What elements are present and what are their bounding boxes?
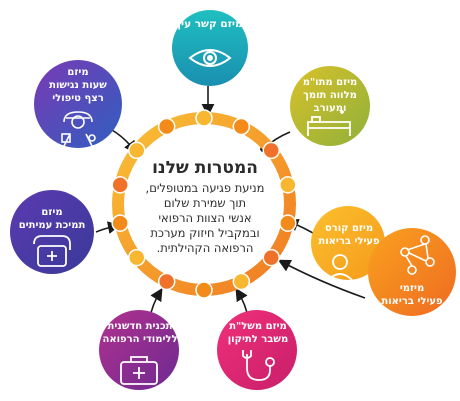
ring-bead <box>262 141 280 160</box>
node-escort[interactable] <box>290 66 370 146</box>
ring-bead <box>232 272 251 291</box>
label-hours: מיזם שעות נגישות רצף טיפולי <box>49 67 107 104</box>
center-ring <box>111 109 297 299</box>
label-eye-contact: מיזם קשר עין <box>177 18 243 30</box>
ring-bead <box>128 141 146 160</box>
hospital-bed-icon <box>307 110 351 136</box>
ring-bead <box>195 109 213 127</box>
label-students: תכנית חדשנית ללימודי הרפואה <box>102 321 178 345</box>
node-students[interactable] <box>99 310 179 390</box>
ring-bead <box>128 248 146 267</box>
ring-bead <box>279 176 297 194</box>
label-health-activists: מיזמי פעילי בריאות <box>381 283 443 307</box>
phone-icon <box>33 235 71 267</box>
ring-bead <box>111 214 129 232</box>
doctor-icon <box>61 111 96 147</box>
label-course: מיזם קורס פעילי בריאות <box>318 223 380 247</box>
label-peer-support: מיזם תמיכת עמיתים <box>18 207 86 231</box>
center-title: המטרות שלנו <box>152 158 258 178</box>
network-icon <box>400 235 435 275</box>
label-crisis: מיזם משל"ת משבר לתיקון <box>227 321 289 345</box>
center-body: מניעת פגיעה במטופלים, תוך שמירת שלום אנש… <box>145 181 265 255</box>
stethoscope-icon <box>242 350 275 381</box>
ring-beads <box>111 109 297 299</box>
ring-bead <box>232 117 251 136</box>
node-health-activists[interactable] <box>368 228 456 316</box>
node-eye-contact[interactable] <box>172 10 248 86</box>
ring-bead <box>157 117 176 136</box>
person-icon <box>327 254 353 281</box>
eye-icon <box>188 49 232 67</box>
center-text: המטרות שלנו מניעת פגיעה במטופלים, תוך שמ… <box>130 158 280 256</box>
medical-kit-icon <box>120 356 158 385</box>
node-crisis[interactable] <box>217 310 297 390</box>
label-escort: מיזם מתו"מ מלווה תומך ומעורב <box>302 77 358 114</box>
node-peer-support[interactable] <box>10 190 94 274</box>
node-course[interactable] <box>311 206 385 281</box>
node-hours[interactable] <box>34 60 122 148</box>
ring-bead <box>111 176 129 194</box>
ring-bead <box>262 248 280 267</box>
ring-bead <box>195 281 213 299</box>
ring-bead <box>157 272 176 291</box>
arrow-health <box>277 259 366 299</box>
ring-bead <box>279 214 297 232</box>
